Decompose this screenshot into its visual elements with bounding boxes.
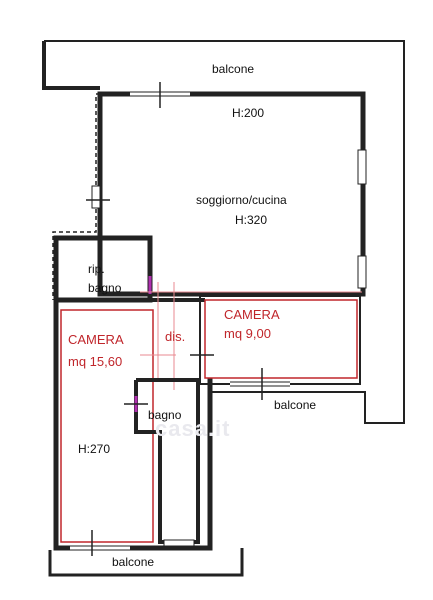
label-rip: rip. (88, 262, 105, 276)
label-height-200: H:200 (232, 106, 265, 120)
label-camera-left-area: mq 15,60 (68, 354, 123, 369)
label-bagno-small: bagno (88, 281, 122, 295)
label-height-320: H:320 (235, 213, 268, 227)
label-dis: dis. (165, 329, 186, 344)
rip-wall (53, 235, 153, 303)
balcony-outline (44, 40, 405, 424)
dashed-boundary (52, 93, 100, 300)
label-camera-right-area: mq 9,00 (224, 326, 271, 341)
label-camera-right: CAMERA (224, 307, 280, 322)
label-camera-left: CAMERA (68, 332, 124, 347)
balcony-top-left (42, 41, 100, 90)
label-balcone-right: balcone (274, 398, 317, 412)
lower-block-wall (53, 300, 213, 551)
label-balcone-top: balcone (212, 62, 255, 76)
camera-right-outline (204, 299, 358, 379)
camera-left-outline (60, 309, 154, 543)
label-bagno: bagno (148, 408, 182, 422)
label-height-270: H:270 (78, 442, 111, 456)
label-balcone-bottom: balcone (112, 555, 155, 569)
balcony-bottom (48, 548, 244, 577)
window-right-2 (357, 255, 367, 289)
door-left (91, 185, 101, 209)
bagno-wall (134, 378, 200, 544)
label-soggiorno: soggiorno/cucina (196, 193, 287, 207)
watermark: casa.it (155, 416, 231, 441)
window-right-1 (357, 149, 367, 185)
